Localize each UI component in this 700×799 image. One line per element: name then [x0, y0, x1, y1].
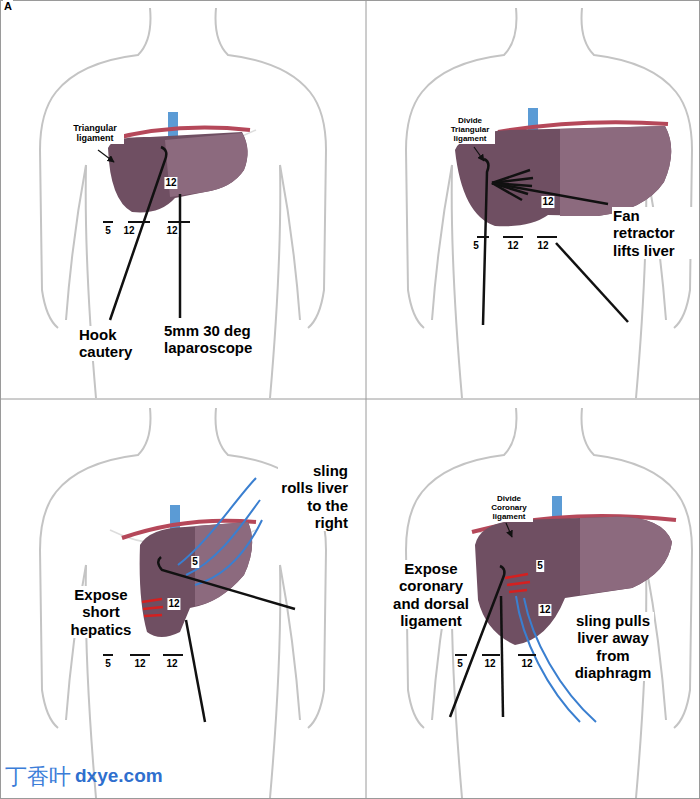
step-note: Expose coronary and dorsal ligament	[390, 560, 472, 629]
port-mark	[482, 654, 500, 656]
port-size: 5	[191, 556, 199, 568]
ligament-mark	[509, 590, 527, 592]
hook-cautery	[483, 159, 488, 325]
laparoscope	[501, 596, 503, 717]
port-mark	[537, 236, 557, 238]
laparoscope	[186, 620, 205, 722]
leader-line	[474, 147, 484, 161]
short-hepatic-vein	[144, 615, 162, 616]
liver-lobe	[560, 126, 671, 216]
port-mark	[455, 654, 467, 656]
instrument-label: Fan retractor lifts liver	[612, 207, 694, 259]
step-note: Divide Coronary ligament	[485, 494, 533, 522]
port-size: 5	[456, 658, 464, 670]
port-size: 12	[165, 225, 178, 237]
panel-letter: A	[3, 0, 13, 13]
sling-strand	[195, 520, 262, 585]
panel-divider	[0, 399, 700, 400]
port-size: 12	[122, 225, 135, 237]
sling	[178, 478, 262, 585]
port-size: 12	[164, 177, 177, 189]
port-size: 12	[133, 658, 146, 670]
port-mark	[163, 654, 183, 656]
liver	[108, 132, 248, 212]
port-mark	[477, 236, 489, 238]
port-mark	[103, 221, 113, 223]
step-note: sling pulls liver away from diaphragm	[572, 612, 654, 681]
step-note: Expose short hepatics	[64, 586, 138, 638]
body-outline	[406, 8, 692, 398]
leader-line	[506, 523, 512, 537]
port-size: 5	[104, 658, 112, 670]
liver-lobe	[165, 133, 248, 197]
instrument-label: 5mm 30 deg laparoscope	[163, 322, 261, 357]
port-size: 5	[536, 560, 544, 572]
vena-cava	[168, 112, 178, 136]
ligament-mark	[505, 574, 528, 578]
laparoscope	[179, 194, 182, 318]
instrument-label: Hook cautery	[78, 326, 152, 361]
step-note: Divide Triangular ligament	[445, 116, 495, 144]
port-size: 12	[541, 196, 554, 208]
liver-lobe	[580, 517, 672, 595]
ligament-mark	[507, 582, 530, 585]
body-outline	[40, 8, 326, 398]
port-mark	[103, 654, 113, 656]
port-size: 12	[165, 658, 178, 670]
leader-line	[98, 150, 114, 162]
sling-strand	[186, 500, 260, 575]
hook-cautery	[110, 147, 166, 320]
short-hepatic-vein	[143, 607, 163, 609]
port-size: 12	[520, 658, 533, 670]
hook-cautery	[158, 557, 295, 609]
step-note: sling rolls liver to the right	[278, 462, 349, 531]
port-size: 5	[104, 225, 112, 237]
sling-strand	[516, 596, 580, 722]
watermark: dxye.com	[74, 765, 164, 787]
port-size: 12	[536, 240, 549, 252]
port-mark	[128, 221, 150, 223]
port-size: 12	[538, 604, 551, 616]
port-mark	[518, 654, 536, 656]
port-size: 12	[506, 240, 519, 252]
port-size: 5	[472, 240, 480, 252]
port-mark	[503, 236, 523, 238]
short-hepatic-vein	[142, 599, 162, 602]
port-size: 12	[483, 658, 496, 670]
coronary-ligament	[505, 574, 530, 592]
port-size: 12	[167, 598, 180, 610]
watermark: 丁香叶	[4, 764, 72, 789]
short-hepatic-veins	[142, 599, 163, 616]
port-mark	[130, 654, 150, 656]
structure-label: Triangular ligament	[66, 123, 124, 144]
